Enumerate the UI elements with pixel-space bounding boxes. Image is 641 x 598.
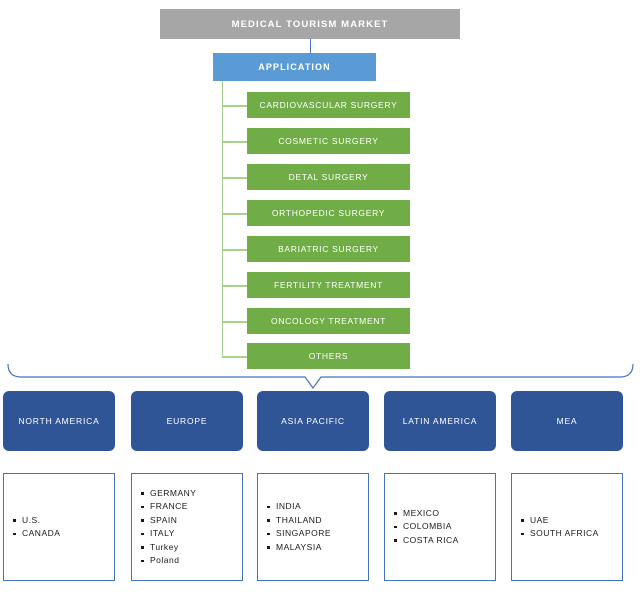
segment-node-5[interactable]: BARIATRIC SURGERY	[247, 236, 410, 262]
country-list-item: INDIA	[266, 500, 331, 514]
country-list-item: MEXICO	[394, 507, 459, 521]
segment-node-label: DETAL SURGERY	[288, 172, 369, 182]
segment-node-label: ORTHOPEDIC SURGERY	[271, 208, 386, 218]
region-node-europe[interactable]: EUROPE	[131, 391, 243, 451]
segment-node-7[interactable]: ONCOLOGY TREATMENT	[247, 308, 410, 334]
country-list-item: UAE	[521, 514, 599, 528]
segment-stub-4	[221, 213, 248, 215]
region-node-north-america[interactable]: NORTH AMERICA	[3, 391, 115, 451]
segment-node-label: FERTILITY TREATMENT	[273, 280, 384, 290]
segment-stub-7	[221, 321, 248, 323]
country-list-item: ITALY	[140, 527, 196, 541]
country-list-item: MALAYSIA	[266, 541, 331, 555]
segment-trunk-line	[221, 81, 223, 356]
country-card-europe: GERMANY FRANCE SPAIN ITALY Turkey Poland	[131, 473, 243, 581]
region-node-label: ASIA PACIFIC	[281, 416, 345, 426]
segment-stub-2	[221, 141, 248, 143]
segment-stub-6	[221, 285, 248, 287]
segment-node-label: BARIATRIC SURGERY	[278, 244, 379, 254]
country-list-item: Poland	[140, 554, 196, 568]
region-node-label: EUROPE	[166, 416, 208, 426]
segment-node-8[interactable]: OTHERS	[247, 343, 410, 369]
country-list-mea: UAE SOUTH AFRICA	[512, 514, 599, 541]
country-list-europe: GERMANY FRANCE SPAIN ITALY Turkey Poland	[132, 487, 196, 568]
segment-node-label: CARDIOVASCULAR SURGERY	[259, 100, 398, 110]
region-node-label: LATIN AMERICA	[402, 416, 478, 426]
country-list-item: U.S.	[12, 514, 60, 528]
country-list-item: Turkey	[140, 541, 196, 555]
country-list-item: COLOMBIA	[394, 520, 459, 534]
connector-root-to-application	[310, 39, 311, 53]
segment-stub-8	[221, 356, 248, 358]
segment-node-1[interactable]: CARDIOVASCULAR SURGERY	[247, 92, 410, 118]
application-node[interactable]: APPLICATION	[213, 53, 376, 81]
country-card-mea: UAE SOUTH AFRICA	[511, 473, 623, 581]
region-node-asia-pacific[interactable]: ASIA PACIFIC	[257, 391, 369, 451]
segment-node-4[interactable]: ORTHOPEDIC SURGERY	[247, 200, 410, 226]
country-list-item: SINGAPORE	[266, 527, 331, 541]
root-node-medical-tourism-market[interactable]: MEDICAL TOURISM MARKET	[160, 9, 460, 39]
country-list-item: FRANCE	[140, 500, 196, 514]
country-list-asia-pacific: INDIA THAILAND SINGAPORE MALAYSIA	[258, 500, 331, 554]
segment-stub-5	[221, 249, 248, 251]
application-node-label: APPLICATION	[258, 62, 331, 72]
segment-node-label: ONCOLOGY TREATMENT	[270, 316, 387, 326]
segment-stub-3	[221, 177, 248, 179]
region-node-latin-america[interactable]: LATIN AMERICA	[384, 391, 496, 451]
segment-node-label: OTHERS	[308, 351, 349, 361]
country-list-item: COSTA RICA	[394, 534, 459, 548]
country-card-latin-america: MEXICO COLOMBIA COSTA RICA	[384, 473, 496, 581]
segment-stub-1	[221, 105, 248, 107]
segment-node-label: COSMETIC SURGERY	[278, 136, 379, 146]
region-node-label: MEA	[556, 416, 578, 426]
segment-node-6[interactable]: FERTILITY TREATMENT	[247, 272, 410, 298]
region-node-label: NORTH AMERICA	[18, 416, 100, 426]
country-list-item: GERMANY	[140, 487, 196, 501]
country-list-item: THAILAND	[266, 514, 331, 528]
country-list-item: SPAIN	[140, 514, 196, 528]
country-list-latin-america: MEXICO COLOMBIA COSTA RICA	[385, 507, 459, 548]
country-card-asia-pacific: INDIA THAILAND SINGAPORE MALAYSIA	[257, 473, 369, 581]
country-list-item: CANADA	[12, 527, 60, 541]
root-node-label: MEDICAL TOURISM MARKET	[231, 18, 389, 30]
country-list-north-america: U.S. CANADA	[4, 514, 60, 541]
country-list-item: SOUTH AFRICA	[521, 527, 599, 541]
segment-node-2[interactable]: COSMETIC SURGERY	[247, 128, 410, 154]
segment-node-3[interactable]: DETAL SURGERY	[247, 164, 410, 190]
region-node-mea[interactable]: MEA	[511, 391, 623, 451]
country-card-north-america: U.S. CANADA	[3, 473, 115, 581]
